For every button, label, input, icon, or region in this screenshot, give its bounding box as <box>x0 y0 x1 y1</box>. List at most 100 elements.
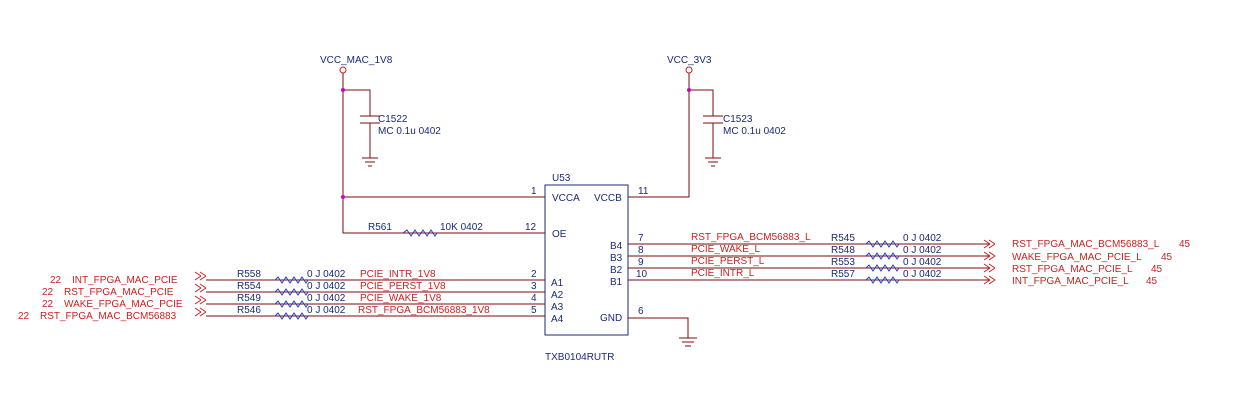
pin-num: 6 <box>638 306 644 317</box>
pin-num: 4 <box>531 293 537 304</box>
offpage-port-label[interactable]: RST_FPGA_MAC_PCIE <box>64 287 174 298</box>
pin-num: 12 <box>525 222 537 233</box>
junction-dot <box>341 88 345 92</box>
offpage-port-label[interactable]: WAKE_FPGA_MAC_PCIE_L <box>1012 252 1142 263</box>
offpage-port-label[interactable]: WAKE_FPGA_MAC_PCIE <box>64 299 183 310</box>
resistor-value: 0 J 0402 <box>903 257 942 268</box>
ground-icon <box>679 337 697 347</box>
pin-b4: B4 <box>610 241 623 252</box>
resistor-value: 0 J 0402 <box>307 305 346 316</box>
resistor-value: 0 J 0402 <box>903 233 942 244</box>
pin-oe: OE <box>552 229 567 240</box>
oe-pullup-wire <box>342 197 545 234</box>
pin-num: 2 <box>531 269 537 280</box>
resistor-r561 <box>402 229 438 237</box>
offpage-port-label[interactable]: RST_FPGA_MAC_BCM56883 <box>40 311 177 322</box>
resistor-ref: R545 <box>831 233 855 244</box>
resistor-value: 0 J 0402 <box>307 269 346 280</box>
net-label: PCIE_INTR_1V8 <box>360 269 436 280</box>
sheet-ref: 45 <box>1179 239 1191 250</box>
vcc-mac-power-symbol <box>339 66 347 74</box>
right-net-row-perst <box>628 263 996 273</box>
pin-b1: B1 <box>610 277 623 288</box>
resistor-ref: R548 <box>831 245 855 256</box>
offpage-port-label[interactable]: INT_FPGA_MAC_PCIE <box>72 275 178 286</box>
net-label: PCIE_WAKE_L <box>691 244 761 255</box>
capacitor-c1522 <box>360 115 380 167</box>
resistor-ref: R557 <box>831 269 855 280</box>
junction-dot <box>341 195 345 199</box>
pin-a1: A1 <box>551 278 564 289</box>
pin-a4: A4 <box>551 314 564 325</box>
pin-vccb: VCCB <box>594 193 622 204</box>
right-net-row-wake <box>628 251 996 261</box>
ic-u53-body <box>544 184 629 336</box>
vcc-3v3-power-symbol <box>685 66 693 74</box>
pin-gnd: GND <box>600 313 622 324</box>
offpage-port-label[interactable]: RST_FPGA_MAC_BCM56883_L <box>1012 239 1160 250</box>
c1522-ref: C1522 <box>378 114 408 125</box>
pin-num: 1 <box>531 186 537 197</box>
capacitor-c1523 <box>703 115 723 167</box>
resistor-ref: R554 <box>237 281 261 292</box>
sheet-ref: 45 <box>1151 264 1163 275</box>
offpage-connector-icon <box>983 275 996 285</box>
resistor-ref: R558 <box>237 269 261 280</box>
offpage-connector-icon <box>983 251 996 261</box>
sheet-ref: 22 <box>42 299 54 310</box>
gnd-wire <box>628 317 689 338</box>
left-net-row-intr <box>194 271 545 284</box>
vcc-3v3-label: VCC_3V3 <box>667 55 712 66</box>
offpage-connector-icon <box>194 295 207 305</box>
pin-num: 7 <box>638 233 644 244</box>
sheet-ref: 45 <box>1161 252 1173 263</box>
left-net-row-bcm <box>194 307 545 320</box>
net-label: PCIE_WAKE_1V8 <box>360 293 442 304</box>
ic-part: TXB0104RUTR <box>545 352 614 363</box>
offpage-connector-icon <box>194 307 207 317</box>
left-net-row-perst <box>194 283 545 296</box>
pin-num: 10 <box>636 269 648 280</box>
right-net-row-bcm <box>628 239 996 249</box>
resistor-ref: R549 <box>237 293 261 304</box>
offpage-port-label[interactable]: INT_FPGA_MAC_PCIE_L <box>1012 276 1129 287</box>
vcc-mac-wire <box>342 73 545 198</box>
pin-b2: B2 <box>610 265 623 276</box>
junction-dot <box>687 88 691 92</box>
net-label: RST_FPGA_BCM56883_1V8 <box>358 305 490 316</box>
pin-b3: B3 <box>610 253 623 264</box>
vcc-3v3-wire <box>628 73 690 198</box>
offpage-connector-icon <box>194 271 207 281</box>
resistor-value: 0 J 0402 <box>903 269 942 280</box>
sheet-ref: 22 <box>50 275 62 286</box>
left-net-row-wake <box>194 295 545 308</box>
offpage-connector-icon <box>983 239 996 249</box>
offpage-connector-icon <box>983 263 996 273</box>
ic-ref: U53 <box>552 173 571 184</box>
offpage-connector-icon <box>194 283 207 293</box>
c1522-top-wire <box>343 89 371 116</box>
pin-num: 8 <box>638 245 644 256</box>
resistor-value: 0 J 0402 <box>903 245 942 256</box>
c1523-ref: C1523 <box>723 114 753 125</box>
c1523-value: MC 0.1u 0402 <box>723 126 786 137</box>
c1523-top-wire <box>689 89 714 116</box>
right-net-row-intr <box>628 275 996 285</box>
pin-num: 11 <box>638 186 649 197</box>
net-label: PCIE_INTR_L <box>691 268 755 279</box>
sheet-ref: 22 <box>42 287 54 298</box>
pin-num: 3 <box>531 281 537 292</box>
resistor-value: 0 J 0402 <box>307 293 346 304</box>
resistor-ref: R546 <box>237 305 261 316</box>
resistor-ref: R553 <box>831 257 855 268</box>
resistor-value: 0 J 0402 <box>307 281 346 292</box>
pin-a2: A2 <box>551 290 564 301</box>
net-label: RST_FPGA_BCM56883_L <box>691 232 811 243</box>
net-label: PCIE_PERST_L <box>691 256 765 267</box>
sheet-ref: 22 <box>18 311 30 322</box>
r561-value: 10K 0402 <box>440 222 483 233</box>
pin-a3: A3 <box>551 302 564 313</box>
offpage-port-label[interactable]: RST_FPGA_MAC_PCIE_L <box>1012 264 1133 275</box>
r561-ref: R561 <box>368 222 392 233</box>
